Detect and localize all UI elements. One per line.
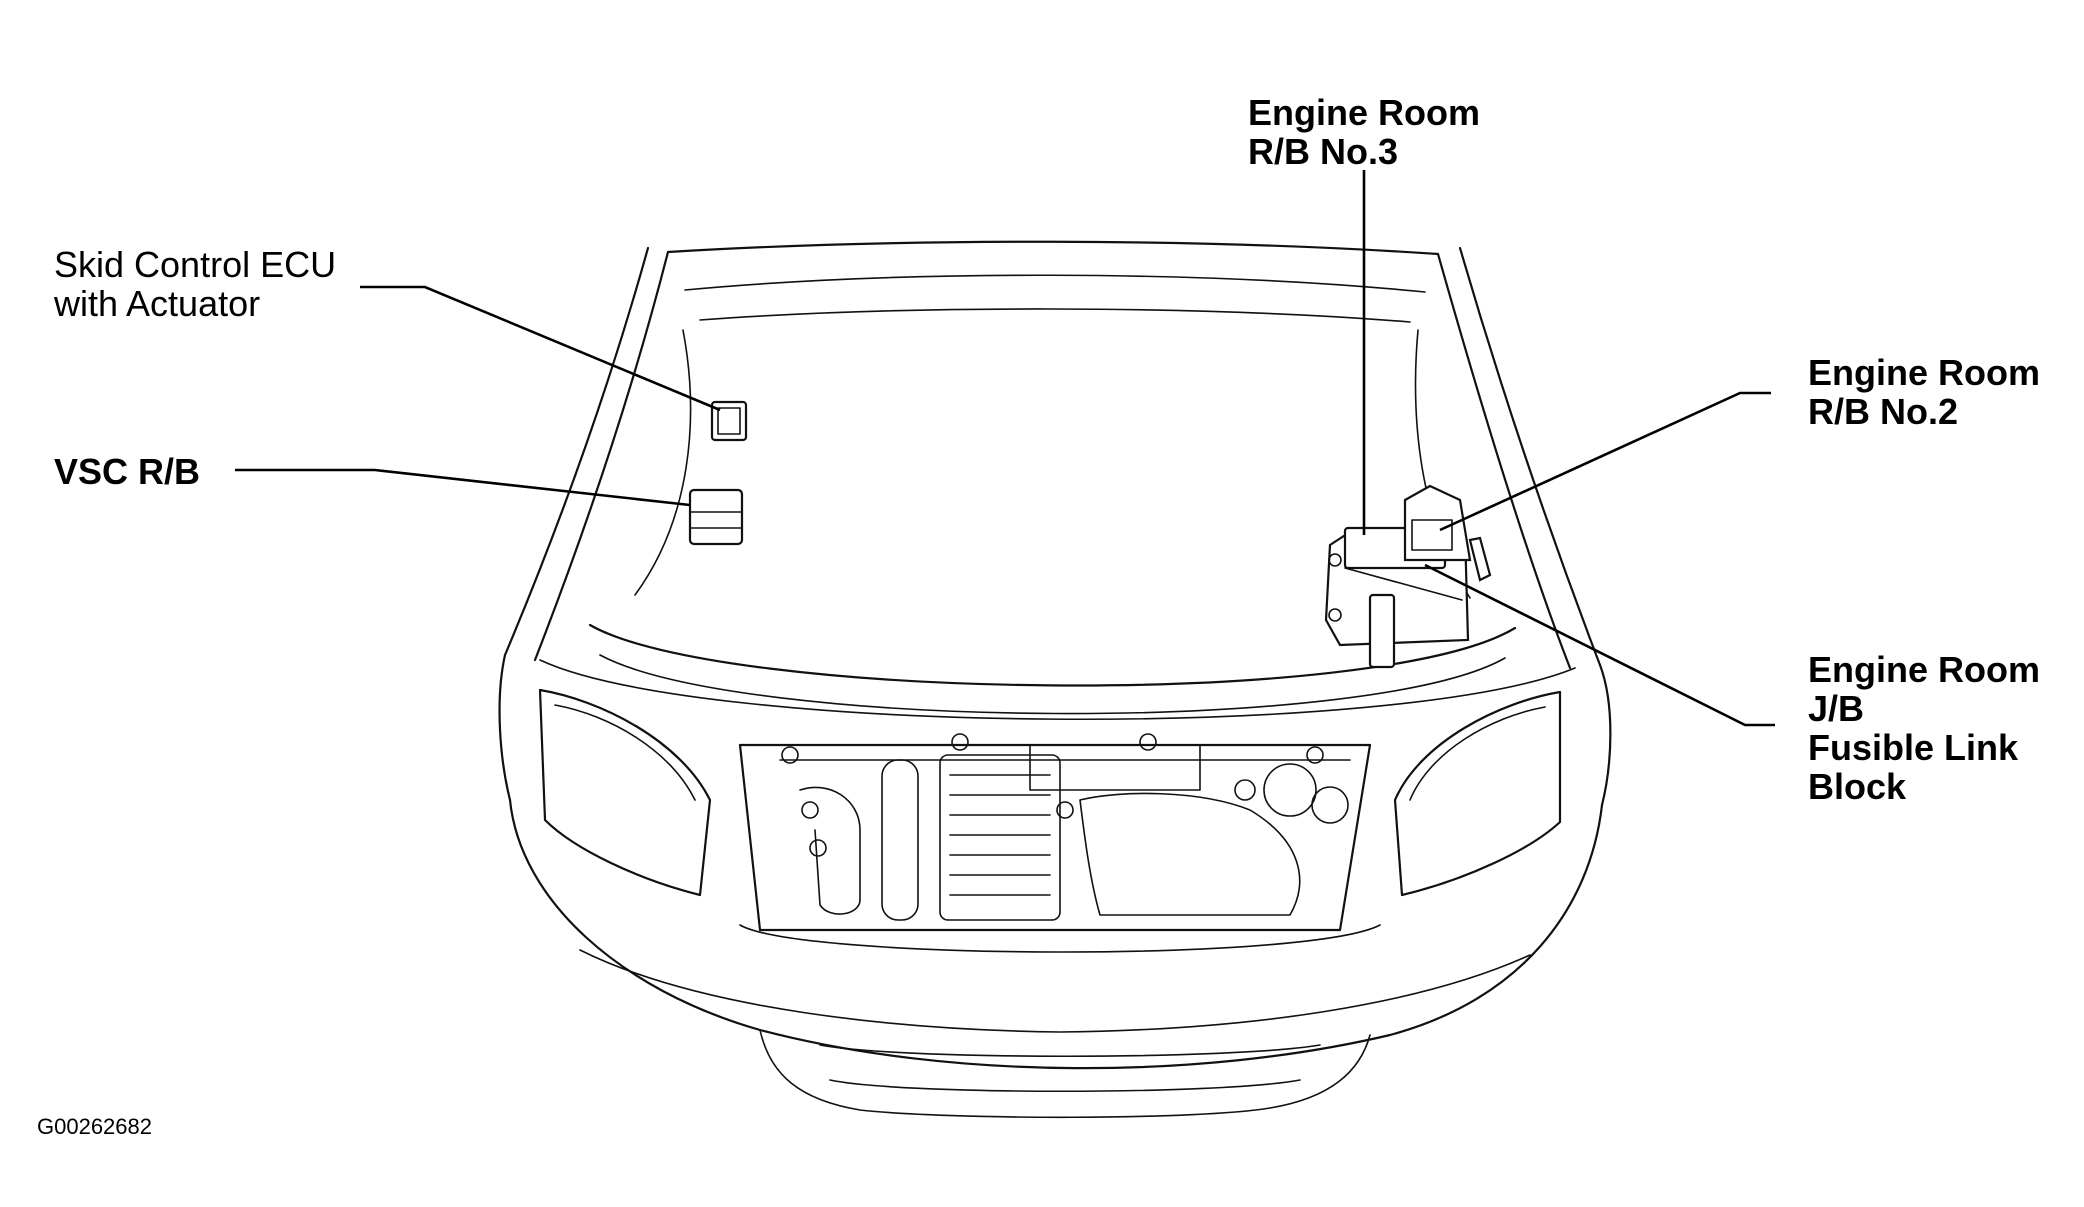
- label-rb3-line2: R/B No.3: [1248, 131, 1399, 172]
- front-body: [498, 653, 1612, 1119]
- label-skid-control-line1: Skid Control ECU: [54, 244, 337, 285]
- label-jb-line1: Engine Room: [1808, 649, 2040, 690]
- label-engine-room-jb: Engine Room J/B Fusible Link Block: [1808, 650, 2040, 806]
- hood: [503, 240, 1602, 721]
- leader-engine-room-rb2: [1439, 391, 1771, 532]
- label-rb2-line1: Engine Room: [1808, 352, 2040, 393]
- label-jb-line3: Fusible Link: [1808, 727, 2019, 768]
- label-engine-room-rb2: Engine Room R/B No.2: [1808, 353, 2040, 431]
- engine-room-rb2-component: [1403, 484, 1492, 582]
- label-vsc-rb: VSC R/B: [54, 452, 200, 491]
- vsc-rb-component: [688, 488, 744, 546]
- label-engine-room-rb3: Engine Room R/B No.3: [1248, 93, 1480, 171]
- figure-id: G00262682: [37, 1114, 152, 1139]
- right-headlight: [1393, 690, 1562, 897]
- leader-vsc-rb: [235, 468, 691, 507]
- leader-lines: [235, 170, 1775, 727]
- label-jb-line2: J/B: [1808, 688, 1865, 729]
- label-vsc-rb-line1: VSC R/B: [54, 451, 201, 492]
- leader-engine-room-jb: [1424, 563, 1775, 727]
- label-rb3-line1: Engine Room: [1248, 92, 1480, 133]
- skid-control-ecu-component: [710, 400, 748, 442]
- engine-compartment: [738, 733, 1372, 932]
- label-skid-control-line2: with Actuator: [54, 283, 261, 324]
- leader-skid-control: [360, 285, 721, 412]
- label-skid-control-ecu: Skid Control ECU with Actuator: [54, 245, 336, 323]
- label-rb2-line2: R/B No.2: [1808, 391, 1959, 432]
- left-headlight: [538, 688, 712, 897]
- label-jb-line4: Block: [1808, 766, 1907, 807]
